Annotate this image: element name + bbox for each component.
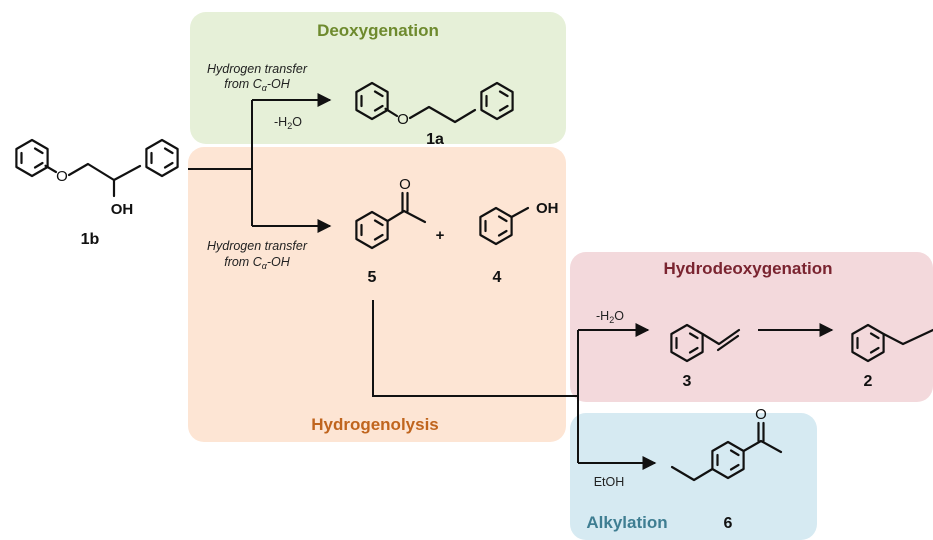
label-3: 3 <box>683 373 692 390</box>
svg-text:O: O <box>399 176 411 193</box>
plus-sign: + <box>436 227 445 244</box>
label-5: 5 <box>368 269 377 286</box>
condition-hydrogen-transfer-lower: Hydrogen transfer <box>207 239 308 253</box>
condition-water-loss-upper: -H2O <box>274 115 302 131</box>
condition-hydrogen-transfer-upper: Hydrogen transfer <box>207 62 308 76</box>
condition-water-loss-hdo: -H2O <box>596 309 624 325</box>
svg-text:O: O <box>397 111 409 128</box>
compound-3: 3 <box>670 323 741 390</box>
hydrogenolysis-box <box>188 147 566 442</box>
svg-text:OH: OH <box>111 201 134 218</box>
label-1b: 1b <box>81 231 100 248</box>
deoxygenation-title: Deoxygenation <box>317 21 439 40</box>
compound-5: O 5 <box>355 176 427 286</box>
hydrodeoxygenation-title: Hydrodeoxygenation <box>663 259 832 278</box>
condition-ethanol: EtOH <box>594 475 625 489</box>
compound-2: 2 <box>851 323 933 390</box>
compound-6: O 6 <box>670 406 783 532</box>
compound-4: OH 4 <box>479 200 559 286</box>
alkylation-title: Alkylation <box>586 513 667 532</box>
svg-text:O: O <box>755 406 767 423</box>
condition-from-calpha-upper: from Cα-OH <box>224 77 291 93</box>
reaction-arrows <box>188 93 834 470</box>
label-1a: 1a <box>426 131 444 148</box>
compound-1b: O OH 1b <box>15 138 179 248</box>
condition-from-calpha-lower: from Cα-OH <box>224 255 291 271</box>
compound-1a: O 1a <box>355 81 514 148</box>
hydrogenolysis-title: Hydrogenolysis <box>311 415 439 434</box>
svg-text:O: O <box>56 168 68 185</box>
label-6: 6 <box>724 515 733 532</box>
label-2: 2 <box>864 373 873 390</box>
hydrodeoxygenation-box <box>570 252 933 402</box>
label-4: 4 <box>493 269 502 286</box>
svg-text:OH: OH <box>536 200 559 217</box>
